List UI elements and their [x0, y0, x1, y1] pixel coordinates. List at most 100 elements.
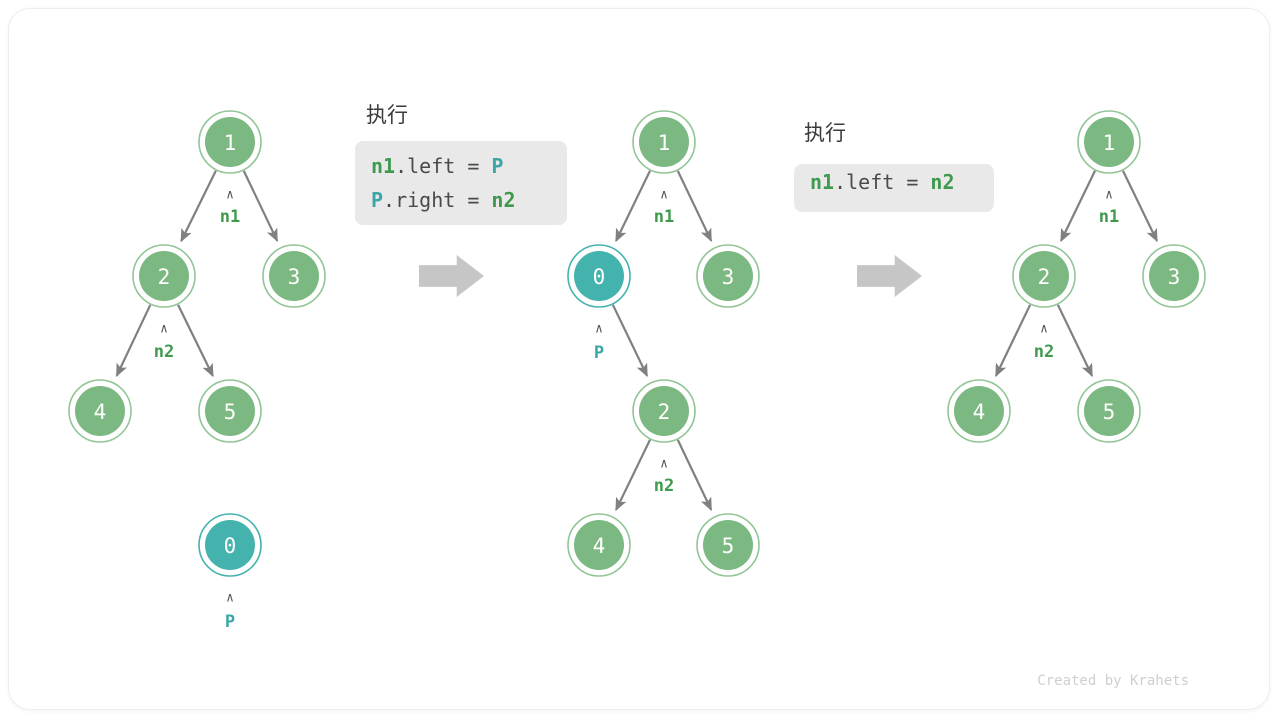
panel-mid-edge-1-0 — [615, 170, 652, 243]
node-value: 3 — [1168, 265, 1181, 289]
step-1-code-line-1: n1.left = P — [371, 154, 503, 178]
pointer-caret-icon: ∧ — [1105, 188, 1113, 203]
node-outer-ring — [198, 110, 262, 174]
panel-before-node-5[interactable]: 5 — [198, 379, 262, 443]
pointer-label: P — [594, 343, 604, 363]
panel-mid-edge-1-3 — [676, 170, 713, 243]
node-value: 5 — [224, 400, 237, 424]
panel-after-node-4[interactable]: 4 — [947, 379, 1011, 443]
node-outer-ring — [696, 513, 760, 577]
panel-mid-node-1[interactable]: 1 — [632, 110, 696, 174]
panel-after-edge-1-2 — [1060, 170, 1097, 243]
panel-after-pointers: ∧n1∧n2 — [1034, 188, 1119, 363]
node-value: 1 — [658, 131, 671, 155]
node-circle — [574, 520, 624, 570]
node-circle — [574, 251, 624, 301]
node-circle — [205, 520, 255, 570]
node-value: 4 — [593, 534, 606, 558]
pointer-label: n2 — [654, 476, 674, 496]
panel-before-node-1[interactable]: 1 — [198, 110, 262, 174]
node-outer-ring — [632, 379, 696, 443]
panel-mid-node-3[interactable]: 3 — [696, 244, 760, 308]
code-token: n1 — [371, 154, 395, 178]
node-circle — [639, 386, 689, 436]
panel-before-node-4[interactable]: 4 — [68, 379, 132, 443]
node-outer-ring — [1012, 244, 1076, 308]
panel-mid-node-4[interactable]: 4 — [567, 513, 631, 577]
node-outer-ring — [947, 379, 1011, 443]
node-outer-ring — [632, 110, 696, 174]
node-value: 2 — [158, 265, 171, 289]
panel-after-edges — [994, 170, 1158, 378]
node-value: 5 — [1103, 400, 1116, 424]
node-circle — [75, 386, 125, 436]
node-outer-ring — [132, 244, 196, 308]
panel-mid-edge-2-4 — [615, 439, 652, 512]
panel-before-pointer-n2: ∧n2 — [154, 322, 174, 363]
panel-after-pointer-n1: ∧ n1 — [1099, 188, 1119, 228]
panel-after-edge-2-4 — [994, 304, 1032, 378]
node-outer-ring — [696, 244, 760, 308]
panel-after-edge-2-5 — [1056, 304, 1094, 378]
node-outer-ring — [262, 244, 326, 308]
credit-text: Created by Krahets — [1037, 673, 1189, 689]
pointer-labels-layer: ∧n1∧n2∧P∧n1∧P∧n2∧n1∧n2 — [154, 188, 1119, 633]
panel-after-node-1[interactable]: 1 — [1077, 110, 1141, 174]
panel-before-edge-2-5 — [177, 304, 214, 378]
node-circle — [703, 520, 753, 570]
node-value: 5 — [722, 534, 735, 558]
step-1-code-line-2: P.right = n2 — [371, 188, 516, 212]
panel-mid-edge-0-2 — [611, 304, 649, 378]
code-token: n2 — [491, 188, 515, 212]
panel-mid-edge-2-5 — [676, 439, 713, 512]
panel-after-node-3[interactable]: 3 — [1142, 244, 1206, 308]
step-1-code-box — [355, 141, 567, 225]
node-outer-ring — [567, 244, 631, 308]
code-token: .left = — [395, 154, 491, 178]
code-token: n2 — [930, 170, 954, 194]
node-outer-ring — [1077, 110, 1141, 174]
panel-mid-pointer-n2: ∧n2 — [654, 457, 674, 497]
panel-before-pointer-n1: ∧ n1 — [220, 188, 240, 228]
node-circle — [139, 251, 189, 301]
node-outer-ring — [1142, 244, 1206, 308]
node-value: 2 — [1038, 265, 1051, 289]
step-2-exec-label: 执行 — [804, 121, 846, 145]
panel-after-node-5[interactable]: 5 — [1077, 379, 1141, 443]
panel-before-node-2[interactable]: 2 — [132, 244, 196, 308]
pointer-label: n2 — [154, 342, 174, 362]
node-outer-ring — [68, 379, 132, 443]
node-circle — [954, 386, 1004, 436]
pointer-label: P — [225, 612, 235, 632]
panel-after-nodes: 1 2 3 4 5 — [947, 110, 1206, 443]
node-value: 3 — [722, 265, 735, 289]
node-outer-ring — [198, 379, 262, 443]
panel-mid-pointer-p: ∧P — [594, 322, 604, 364]
pointer-caret-icon: ∧ — [226, 188, 234, 203]
code-token: .right = — [383, 188, 491, 212]
panel-mid-node-0[interactable]: 0 — [567, 244, 631, 308]
panel-mid-node-2[interactable]: 2 — [632, 379, 696, 443]
block-arrow-2 — [857, 255, 922, 297]
node-value: 0 — [593, 265, 606, 289]
panel-before-node-3[interactable]: 3 — [262, 244, 326, 308]
pointer-caret-icon: ∧ — [595, 322, 603, 337]
pointer-label: n1 — [220, 207, 240, 227]
step-1-exec-label: 执行 — [366, 103, 408, 127]
panel-before-node-0[interactable]: 0 — [198, 513, 262, 577]
node-circle — [1084, 117, 1134, 167]
pointer-label: n1 — [1099, 207, 1119, 227]
panel-mid-node-5[interactable]: 5 — [696, 513, 760, 577]
node-value: 4 — [973, 400, 986, 424]
pointer-caret-icon: ∧ — [226, 591, 234, 606]
panel-after-node-2[interactable]: 2 — [1012, 244, 1076, 308]
panel-mid-pointers: ∧n1∧P∧n2 — [594, 188, 674, 497]
step-2: 执行 n1.left = n2 — [794, 121, 994, 212]
code-token: P — [371, 188, 383, 212]
pointer-caret-icon: ∧ — [660, 188, 668, 203]
node-circle — [1084, 386, 1134, 436]
step-2-code-line-1: n1.left = n2 — [810, 170, 955, 194]
